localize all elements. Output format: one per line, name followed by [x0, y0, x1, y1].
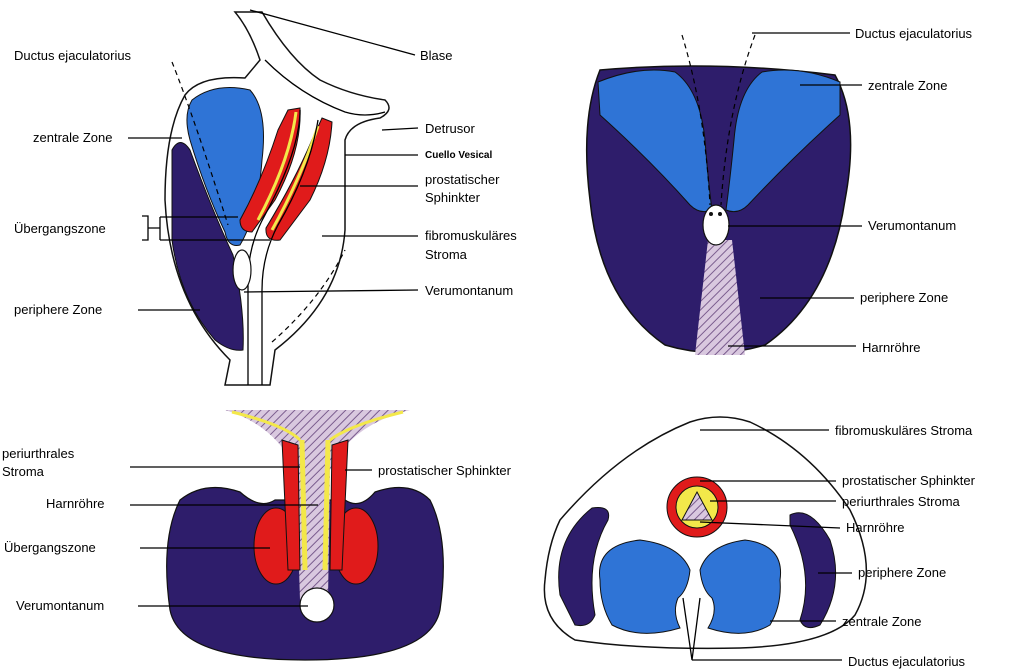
label-tr-ductus: Ductus ejaculatorius	[855, 26, 973, 41]
transverse-central-left	[600, 540, 691, 633]
label-tr-harnroehre: Harnröhre	[862, 340, 921, 355]
label-periphere: periphere Zone	[14, 302, 102, 317]
label-br-stroma: fibromuskuläres Stroma	[835, 423, 973, 438]
label-br-periurth: periurthrales Stroma	[842, 494, 961, 509]
label-ductus: Ductus ejaculatorius	[14, 48, 132, 63]
label-br-zentrale: zentrale Zone	[842, 614, 922, 629]
label-bl-verumontanum: Verumontanum	[16, 598, 104, 613]
label-detrusor: Detrusor	[425, 121, 476, 136]
label-blase: Blase	[420, 48, 453, 63]
label-tr-periphere: periphere Zone	[860, 290, 948, 305]
frontal-duct-opening-left	[709, 212, 713, 216]
panel-frontal: Ductus ejaculatorius zentrale Zone Verum…	[587, 26, 973, 355]
label-bl-periurth-1: periurthrales	[2, 446, 75, 461]
frontal-verumontanum	[703, 205, 729, 245]
label-br-sphinkter: prostatischer Sphinkter	[842, 473, 976, 488]
label-cuello: Cuello Vesical	[425, 150, 492, 161]
transverse-central-right	[700, 540, 781, 633]
label-br-harnroehre: Harnröhre	[846, 520, 905, 535]
label-br-ductus: Ductus ejaculatorius	[848, 654, 966, 669]
label-verumontanum: Verumontanum	[425, 283, 513, 298]
frontal-duct-opening-right	[718, 212, 722, 216]
leader-detrusor	[382, 128, 418, 130]
verumontanum-shape	[233, 250, 251, 290]
label-br-periphere: periphere Zone	[858, 565, 946, 580]
coronal-lining-right	[325, 440, 328, 570]
label-bl-sphinkter: prostatischer Sphinkter	[378, 463, 512, 478]
panel-sagittal: Ductus ejaculatorius Blase zentrale Zone…	[14, 10, 517, 385]
label-tr-zentrale: zentrale Zone	[868, 78, 948, 93]
label-sphinkter-2: Sphinkter	[425, 190, 481, 205]
label-bl-harnroehre: Harnröhre	[46, 496, 105, 511]
label-tr-verumontanum: Verumontanum	[868, 218, 956, 233]
label-uebergang: Übergangszone	[14, 221, 106, 236]
label-bl-uebergang: Übergangszone	[4, 540, 96, 555]
coronal-verumontanum	[300, 588, 334, 622]
label-bl-periurth-2: Stroma	[2, 464, 45, 479]
panel-transverse: fibromuskuläres Stroma prostatischer Sph…	[544, 417, 975, 669]
panel-coronal: periurthrales Stroma prostatischer Sphin…	[2, 410, 512, 660]
label-stroma-1: fibromuskuläres	[425, 228, 517, 243]
label-stroma-2: Stroma	[425, 247, 468, 262]
label-sphinkter-1: prostatischer	[425, 172, 500, 187]
label-zentrale: zentrale Zone	[33, 130, 113, 145]
